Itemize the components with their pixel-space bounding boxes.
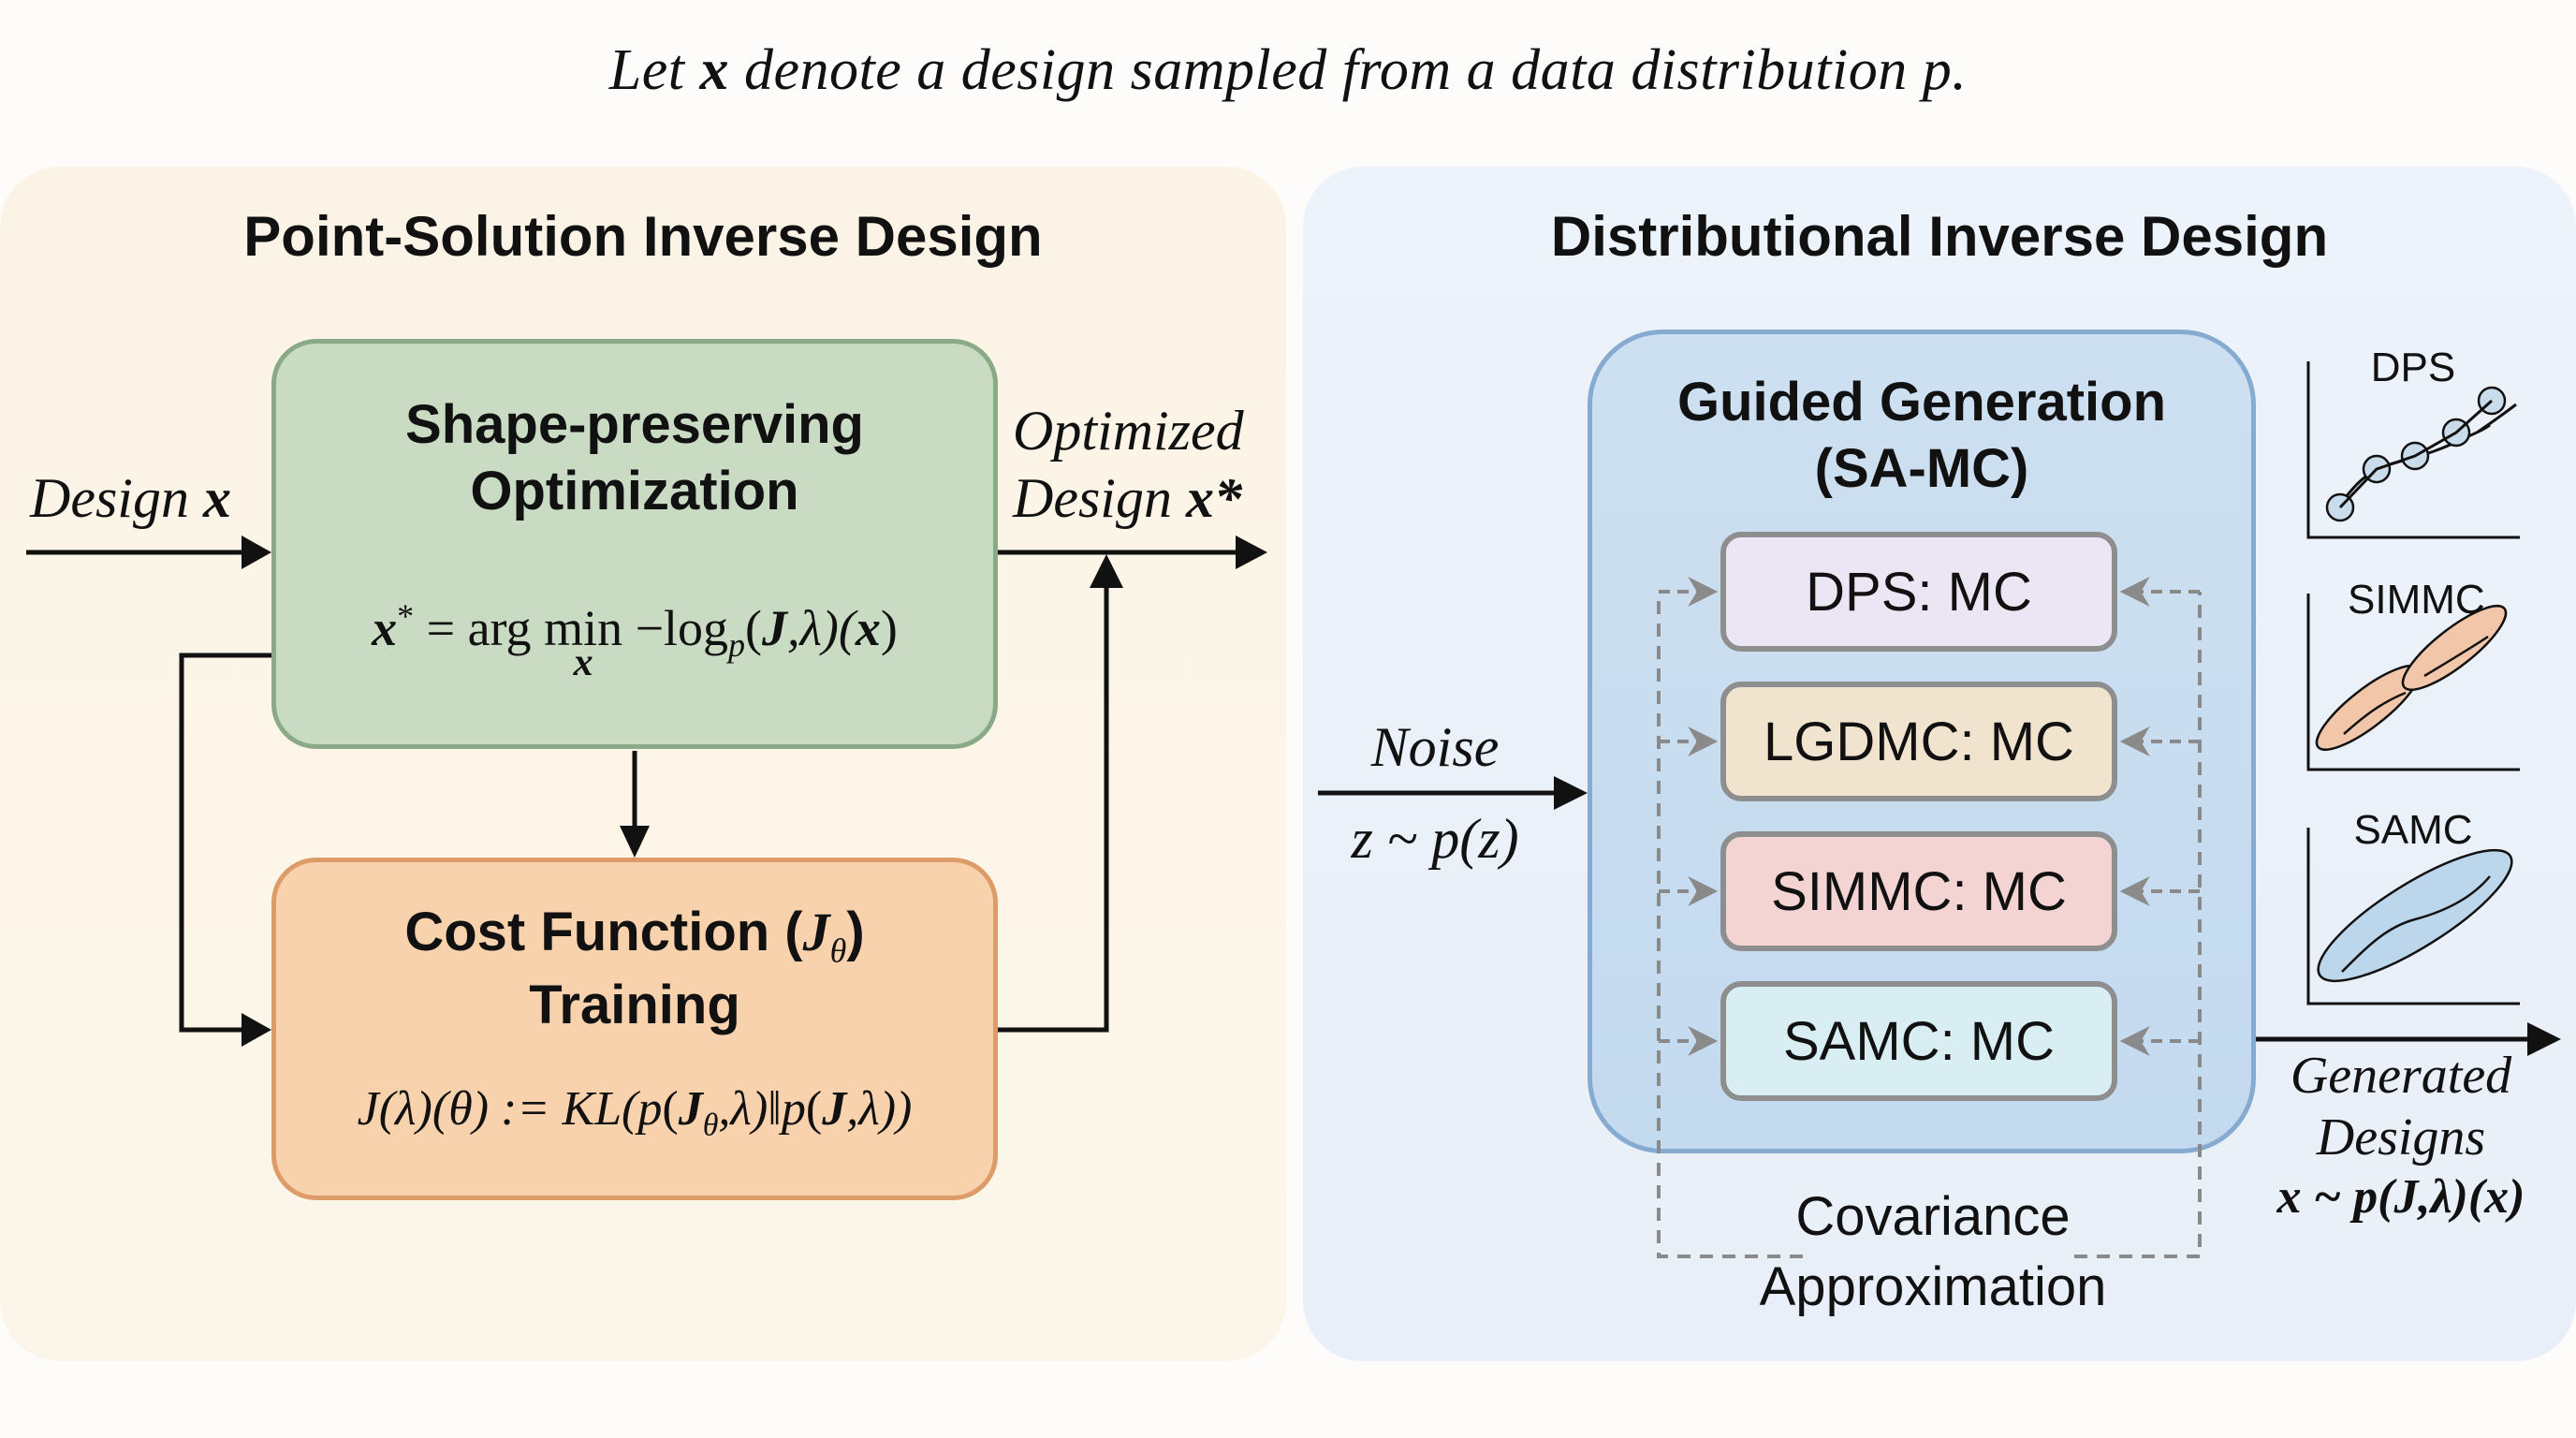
mini-plot-dps-title: DPS (2370, 345, 2456, 390)
caption: Let x denote a design sampled from a dat… (608, 38, 1968, 102)
design-input-arrow (26, 536, 271, 569)
design-input-label: Design x (30, 467, 231, 529)
optimization-title: Shape-preserving Optimization (405, 394, 864, 521)
method-lgdmc-box: LGDMC: MC (1720, 682, 2117, 801)
mini-plot-simmc (2306, 594, 2520, 771)
cost-function-title: Cost Function (Jθ) Training (404, 902, 865, 1035)
generated-designs-label: Generated Designs x ~ p(J,λ)(x) (2276, 1047, 2525, 1225)
samc-ellipse (2317, 848, 2513, 983)
noise-label: Noise (1370, 716, 1500, 778)
covariance-dashed-loop (1657, 592, 2202, 1258)
guided-generation-title: Guided Generation (SA-MC) (1676, 372, 2167, 499)
cost-function-formula: J(λ)(θ) := KL(p(Jθ,λ)‖p(J,λ)) (357, 1082, 913, 1143)
distributional-title: Distributional Inverse Design (1550, 205, 2329, 268)
feedback-left-arrow (179, 653, 271, 1047)
mini-plot-dps (2306, 361, 2520, 539)
feedback-right-arrow (998, 554, 1123, 1033)
cost-function-training-box: Cost Function (Jθ) Training J(λ)(θ) := K… (271, 858, 998, 1200)
simmc-ellipse-2 (2401, 605, 2508, 691)
dashed-arrows-right (2119, 577, 2200, 1056)
caption-variable: x (699, 38, 729, 102)
method-simmc-box: SIMMC: MC (1720, 831, 2117, 951)
generated-output-arrow (2256, 1022, 2561, 1056)
shape-preserving-optimization-box: Shape-preserving Optimization x* = arg m… (271, 339, 998, 749)
noise-input-arrow (1318, 776, 1588, 810)
method-dps-box: DPS: MC (1720, 532, 2117, 652)
optimized-design-label: Optimized Design x* (1013, 400, 1244, 529)
covariance-approximation-label: Covariance Approximation (1759, 1186, 2107, 1318)
method-samc-box: SAMC: MC (1720, 981, 2117, 1101)
dashed-arrows-left (1659, 577, 1719, 1056)
point-solution-title: Point-Solution Inverse Design (243, 205, 1043, 268)
optimized-output-arrow (998, 536, 1267, 569)
mini-plot-samc-title: SAMC (2353, 807, 2473, 853)
mini-plot-simmc-title: SIMMC (2348, 577, 2485, 623)
mini-plot-samc (2306, 828, 2520, 1005)
opt-to-cost-arrow (620, 751, 650, 858)
noise-distribution-label: z ~ p(z) (1351, 808, 1519, 870)
